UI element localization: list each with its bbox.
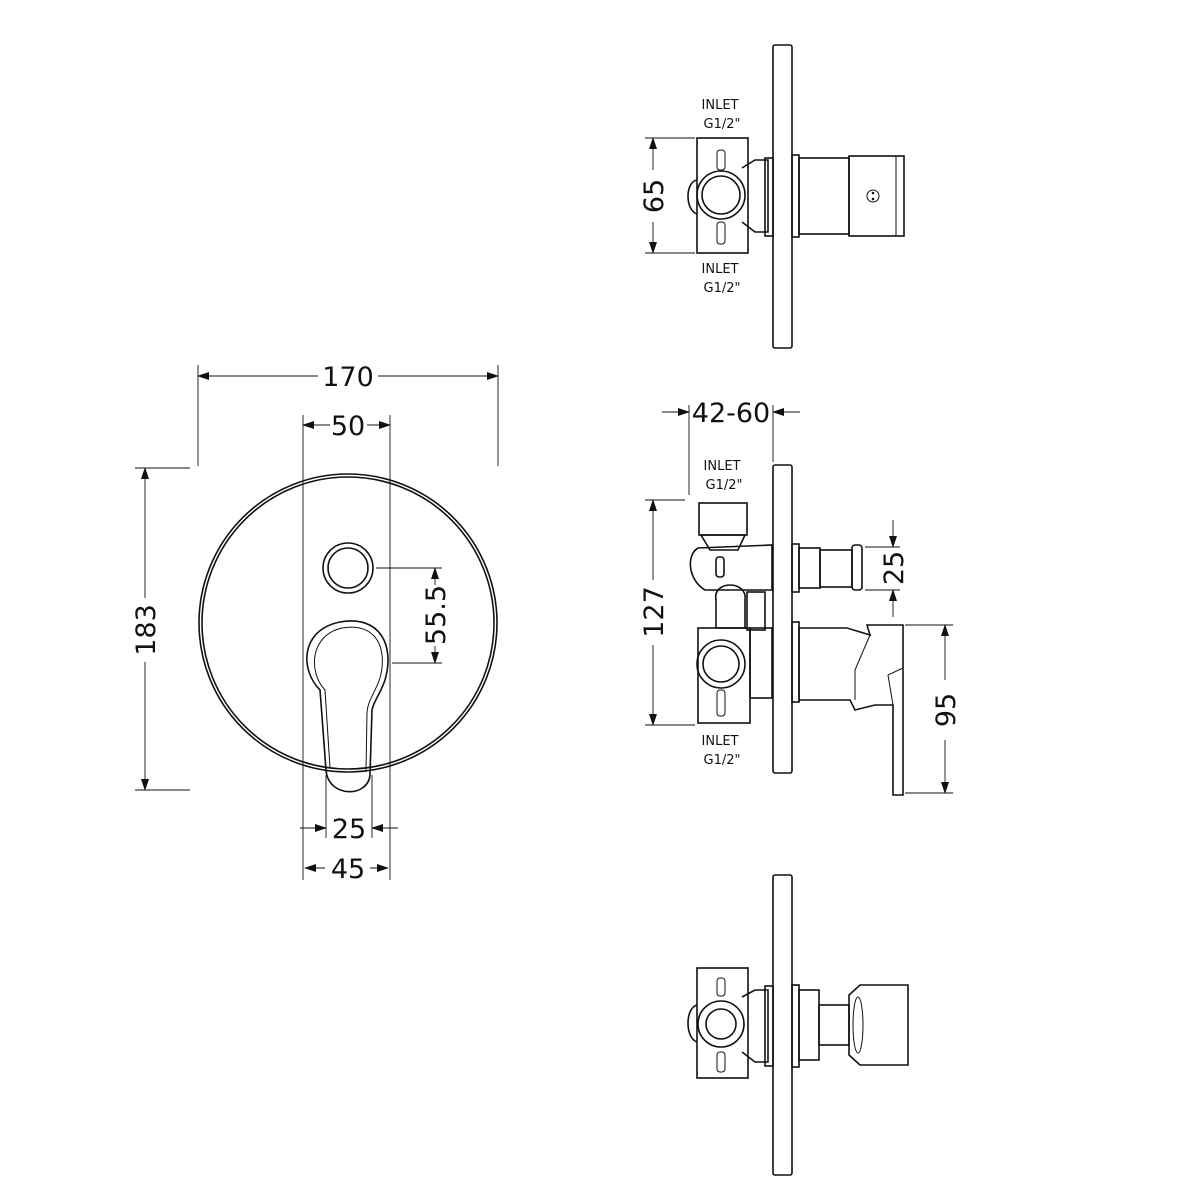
dimension-42-60: 42-60	[662, 398, 800, 495]
svg-text:25: 25	[332, 814, 366, 845]
diverter-button	[322, 542, 374, 594]
dimension-170: 170	[197, 362, 499, 466]
inlet-label: INLET	[704, 459, 741, 474]
dimension-127: 127	[639, 499, 695, 726]
dimension-50: 50	[302, 411, 391, 880]
svg-text:65: 65	[639, 179, 670, 213]
front-view: 170 50 183 55.5 25 45	[131, 362, 499, 885]
dimension-65: 65	[639, 137, 695, 254]
side-view-bottom	[687, 874, 909, 1176]
inlet-size-label: G1/2"	[706, 478, 743, 493]
svg-text:50: 50	[331, 411, 365, 442]
svg-text:127: 127	[639, 586, 670, 638]
dimension-95: 95	[905, 624, 962, 794]
side-view-top: INLET G1/2" INLET G1/2" 65	[639, 44, 905, 349]
inlet-label: INLET	[702, 734, 739, 749]
cover-plate	[198, 473, 498, 773]
inlet-size-label: G1/2"	[704, 753, 741, 768]
side-view-middle: INLET G1/2" INLET G1/2" 42-60 127 25 95	[639, 398, 962, 796]
dimension-183: 183	[131, 467, 190, 791]
wall-plate	[772, 874, 793, 1176]
inlet-size-label: G1/2"	[704, 281, 741, 296]
lever-handle	[306, 620, 389, 793]
svg-text:95: 95	[931, 693, 962, 727]
svg-text:183: 183	[131, 604, 162, 656]
dimension-45: 45	[304, 854, 389, 885]
inlet-size-label: G1/2"	[704, 117, 741, 132]
dimension-25-button: 25	[865, 520, 910, 617]
wall-plate	[772, 464, 793, 774]
svg-text:45: 45	[331, 854, 365, 885]
svg-text:55.5: 55.5	[421, 585, 452, 645]
dimension-25-lever: 25	[300, 775, 398, 845]
inlet-label: INLET	[702, 262, 739, 277]
inlet-label: INLET	[702, 98, 739, 113]
wall-plate	[772, 44, 793, 349]
dimension-55-5: 55.5	[376, 567, 452, 664]
svg-text:25: 25	[879, 551, 910, 585]
svg-text:170: 170	[322, 362, 374, 393]
svg-text:42-60: 42-60	[692, 398, 770, 429]
